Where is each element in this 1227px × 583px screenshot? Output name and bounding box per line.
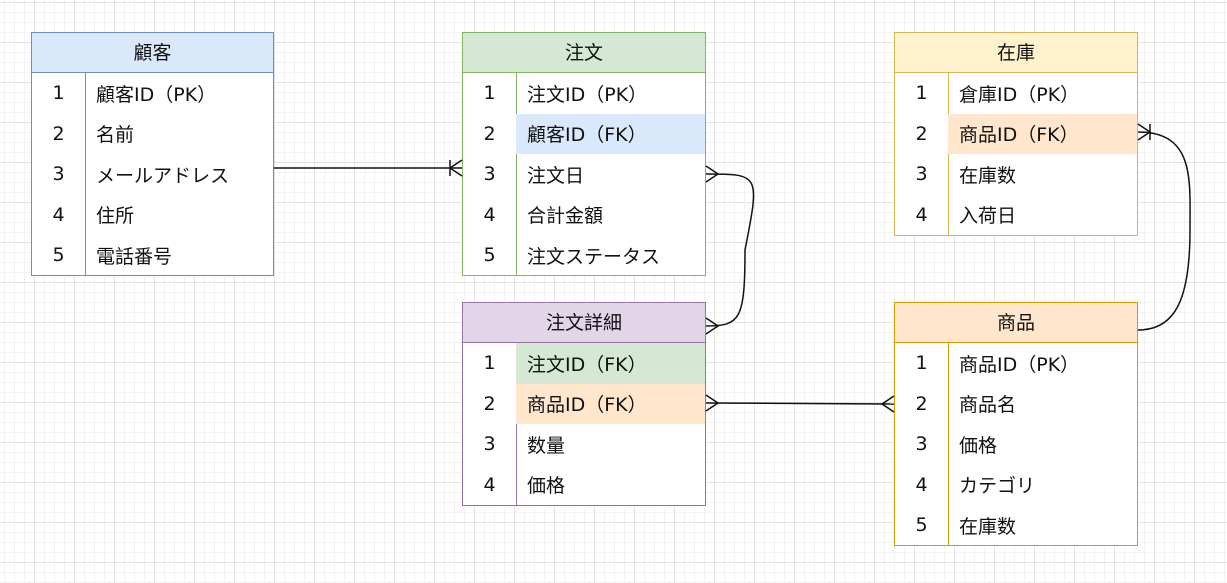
table-row[interactable]: 3 価格: [895, 424, 1137, 465]
connector-orderdetail-product[interactable]: [705, 394, 895, 413]
connector-order-orderdetail[interactable]: [705, 165, 755, 335]
row-number: 1: [915, 352, 928, 375]
field-name: 注文日: [527, 164, 585, 187]
entity-rows: 1 倉庫ID（PK） 2 商品ID（FK） 3 在庫数 4 入荷日: [895, 73, 1137, 235]
row-number: 4: [915, 203, 928, 226]
table-row[interactable]: 1 倉庫ID（PK）: [895, 73, 1137, 114]
entity-rows: 1 商品ID（PK） 2 商品名 3 価格 4 カテゴリ 5 在庫数: [895, 343, 1137, 546]
table-row[interactable]: 5 電話番号: [32, 235, 273, 276]
field-name-highlighted: 顧客ID（FK）: [516, 113, 705, 154]
entity-title: 注文詳細: [463, 303, 705, 343]
field-name: カテゴリ: [959, 475, 1036, 498]
table-row[interactable]: 2 商品ID（FK）: [463, 383, 705, 424]
table-row[interactable]: 3 数量: [463, 424, 705, 465]
field-name: 価格: [527, 475, 566, 498]
row-number: 4: [483, 473, 496, 496]
row-number: 1: [483, 82, 496, 105]
table-row[interactable]: 4 住所: [32, 195, 273, 236]
table-row[interactable]: 3 在庫数: [895, 154, 1137, 195]
row-number: 3: [915, 163, 928, 186]
field-name-highlighted: 商品ID（FK）: [516, 383, 705, 424]
field-name: 在庫数: [959, 515, 1017, 538]
field-name: 名前: [96, 124, 135, 147]
entity-title: 顧客: [32, 33, 273, 73]
field-name: メールアドレス: [96, 164, 230, 187]
table-row[interactable]: 1 注文ID（FK）: [463, 343, 705, 384]
field-name: 倉庫ID（PK）: [959, 83, 1080, 106]
column-divider: [948, 343, 949, 546]
table-row[interactable]: 4 カテゴリ: [895, 465, 1137, 506]
connector-customer-order[interactable]: [274, 159, 463, 177]
entity-rows: 1 顧客ID（PK） 2 名前 3 メールアドレス 4 住所 5 電話番号: [32, 73, 273, 276]
row-number: 5: [483, 244, 496, 267]
row-number: 5: [915, 514, 928, 537]
row-number: 1: [915, 82, 928, 105]
row-number: 2: [483, 122, 496, 145]
table-row[interactable]: 4 合計金額: [463, 195, 705, 236]
field-name: 電話番号: [96, 245, 173, 268]
entity-order[interactable]: 注文 1 注文ID（PK） 2 顧客ID（FK） 3 注文日 4 合計金額 5 注文ステー…: [462, 32, 706, 276]
table-row[interactable]: 2 商品名: [895, 384, 1137, 425]
table-row[interactable]: 2 名前: [32, 114, 273, 155]
column-divider: [948, 73, 949, 235]
column-divider: [516, 73, 517, 276]
entity-customer[interactable]: 顧客 1 顧客ID（PK） 2 名前 3 メールアドレス 4 住所 5 電話番号: [31, 32, 274, 276]
field-name: 在庫数: [959, 164, 1017, 187]
row-number: 2: [483, 392, 496, 415]
column-divider: [85, 73, 86, 276]
table-row[interactable]: 5 注文ステータス: [463, 235, 705, 276]
row-number: 2: [915, 392, 928, 415]
row-number: 2: [915, 122, 928, 145]
connector-stock-product[interactable]: [1137, 123, 1191, 331]
entity-title: 商品: [895, 303, 1137, 343]
field-name: 商品ID（PK）: [959, 353, 1080, 376]
table-row[interactable]: 1 商品ID（PK）: [895, 343, 1137, 384]
field-name: 注文ID（PK）: [527, 83, 648, 106]
column-divider: [516, 343, 517, 505]
field-name: 価格: [959, 434, 998, 457]
entity-title: 在庫: [895, 33, 1137, 73]
entity-title: 注文: [463, 33, 705, 73]
row-number: 3: [483, 433, 496, 456]
row-number: 3: [915, 433, 928, 456]
entity-rows: 1 注文ID（PK） 2 顧客ID（FK） 3 注文日 4 合計金額 5 注文ステータス: [463, 73, 705, 276]
field-name: 数量: [527, 434, 566, 457]
table-row[interactable]: 4 入荷日: [895, 195, 1137, 236]
table-row[interactable]: 2 商品ID（FK）: [895, 113, 1137, 154]
entity-order-detail[interactable]: 注文詳細 1 注文ID（FK） 2 商品ID（FK） 3 数量 4 価格: [462, 302, 706, 506]
row-number: 4: [52, 203, 65, 226]
entity-product[interactable]: 商品 1 商品ID（PK） 2 商品名 3 価格 4 カテゴリ 5 在庫数: [894, 302, 1138, 546]
row-number: 1: [52, 82, 65, 105]
row-number: 2: [52, 122, 65, 145]
table-row[interactable]: 1 顧客ID（PK）: [32, 73, 273, 114]
entity-rows: 1 注文ID（FK） 2 商品ID（FK） 3 数量 4 価格: [463, 343, 705, 505]
row-number: 1: [483, 352, 496, 375]
table-row[interactable]: 3 注文日: [463, 154, 705, 195]
field-name: 顧客ID（PK）: [96, 83, 217, 106]
table-row[interactable]: 5 在庫数: [895, 505, 1137, 546]
row-number: 5: [52, 244, 65, 267]
field-name-highlighted: 商品ID（FK）: [948, 113, 1137, 154]
field-name: 合計金額: [527, 205, 604, 228]
table-row[interactable]: 1 注文ID（PK）: [463, 73, 705, 114]
entity-stock[interactable]: 在庫 1 倉庫ID（PK） 2 商品ID（FK） 3 在庫数 4 入荷日: [894, 32, 1138, 236]
row-number: 4: [483, 203, 496, 226]
field-name: 商品名: [959, 394, 1017, 417]
field-name: 入荷日: [959, 205, 1017, 228]
field-name: 住所: [96, 205, 135, 228]
row-number: 4: [915, 473, 928, 496]
table-row[interactable]: 3 メールアドレス: [32, 154, 273, 195]
row-number: 3: [52, 163, 65, 186]
table-row[interactable]: 2 顧客ID（FK）: [463, 113, 705, 154]
row-number: 3: [483, 163, 496, 186]
field-name: 注文ステータス: [527, 245, 661, 268]
table-row[interactable]: 4 価格: [463, 465, 705, 506]
field-name-highlighted: 注文ID（FK）: [516, 343, 705, 384]
